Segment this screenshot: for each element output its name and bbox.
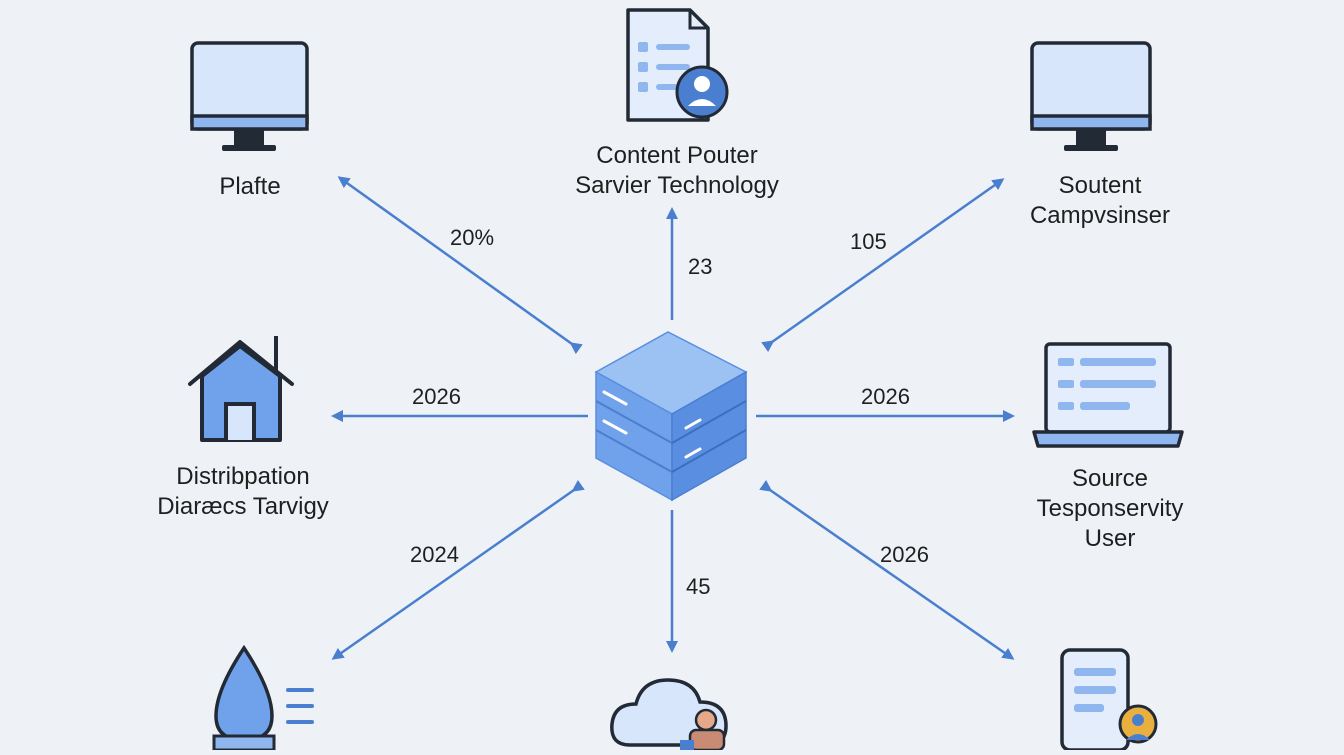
label-line: Soutent bbox=[1058, 172, 1142, 199]
edge-bottom-left bbox=[331, 479, 585, 660]
node-label-top-right: Soutent Campvsinser bbox=[1010, 171, 1190, 231]
edge-label-top-left: 20% bbox=[450, 225, 495, 250]
edge-label-middle-left: 2026 bbox=[412, 384, 461, 409]
label-line: Content Pouter bbox=[596, 142, 758, 169]
water-drop-list-icon bbox=[212, 644, 314, 752]
document-user-icon bbox=[626, 8, 729, 122]
cloud-user-icon bbox=[610, 678, 728, 752]
edge-label-top-center: 23 bbox=[688, 254, 713, 279]
node-label-top-center: Content Pouter Sarvier Technology bbox=[552, 141, 802, 201]
edge-label-top-right: 105 bbox=[850, 229, 887, 254]
phone-user-icon bbox=[1060, 648, 1158, 752]
monitor-icon bbox=[190, 41, 309, 151]
monitor-icon bbox=[1030, 41, 1152, 151]
edge-label-bottom-center: 45 bbox=[686, 574, 711, 599]
edge-bottom-right bbox=[759, 479, 1015, 660]
edge-top-left bbox=[337, 176, 583, 355]
node-label-top-left: Plafte bbox=[190, 172, 310, 202]
label-line: Tesponservity bbox=[1036, 495, 1184, 522]
server-cube-icon bbox=[594, 331, 748, 502]
laptop-icon bbox=[1032, 342, 1184, 448]
label-line: Plafte bbox=[219, 173, 281, 200]
edges bbox=[331, 176, 1015, 660]
edge-label-middle-right: 2026 bbox=[861, 384, 910, 409]
label-line: Campvsinser bbox=[1029, 202, 1171, 229]
edge-label-bottom-left: 2024 bbox=[410, 542, 459, 567]
node-label-middle-left: Distribpation Diaræcs Tarvigy bbox=[138, 462, 348, 522]
label-line: Diaræcs Tarvigy bbox=[157, 493, 329, 520]
edge-top-right bbox=[761, 178, 1005, 353]
house-icon bbox=[188, 336, 294, 442]
label-line: Distribpation bbox=[176, 463, 310, 490]
edge-label-bottom-right: 2026 bbox=[880, 542, 929, 567]
label-line: Sarvier Technology bbox=[575, 172, 779, 199]
node-label-middle-right: Source Tesponservity User bbox=[1020, 464, 1200, 554]
label-line: User bbox=[1084, 525, 1136, 552]
label-line: Source bbox=[1071, 465, 1149, 492]
